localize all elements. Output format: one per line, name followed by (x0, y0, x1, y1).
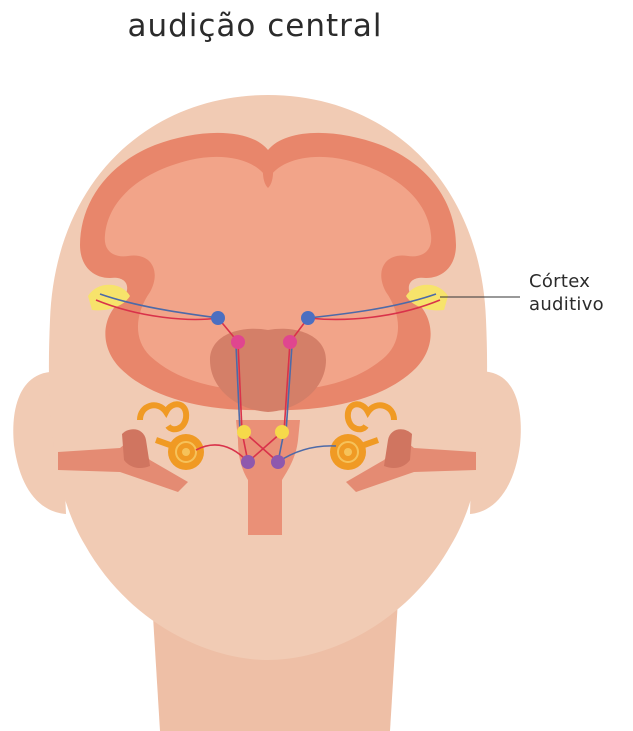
label-line-2: auditivo (529, 293, 604, 316)
auditory-cortex-label: Córtex auditivo (529, 270, 604, 316)
label-line-1: Córtex (529, 270, 604, 293)
